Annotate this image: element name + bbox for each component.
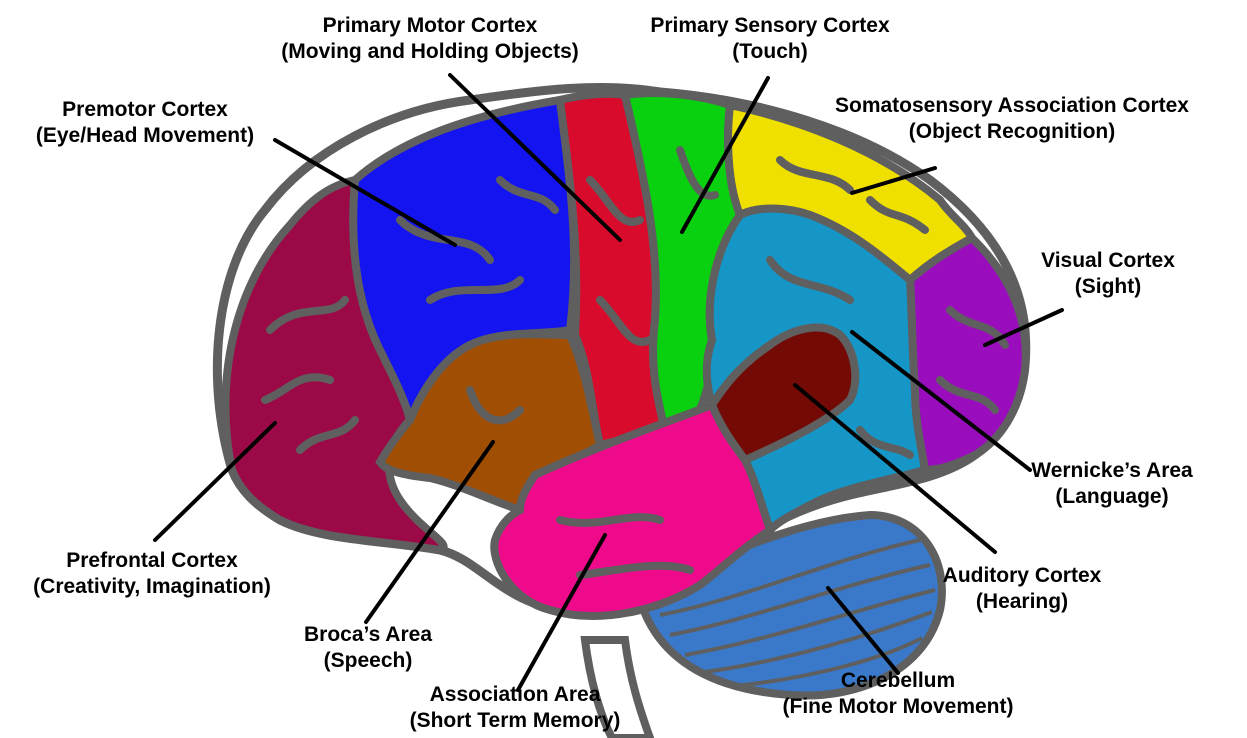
label-auditory-cortex: Auditory Cortex (Hearing): [943, 563, 1102, 615]
label-association-function: (Short Term Memory): [410, 708, 621, 734]
label-auditory-name: Auditory Cortex: [943, 563, 1102, 589]
label-broca-function: (Speech): [304, 648, 432, 674]
label-primary-sensory-function: (Touch): [650, 39, 889, 65]
label-wernickes-area: Wernicke’s Area (Language): [1031, 458, 1192, 510]
label-cerebellum-name: Cerebellum: [783, 668, 1014, 694]
label-visual-cortex: Visual Cortex (Sight): [1041, 248, 1175, 300]
label-primary-motor-function: (Moving and Holding Objects): [281, 39, 579, 65]
label-prefrontal-name: Prefrontal Cortex: [33, 548, 271, 574]
label-prefrontal-function: (Creativity, Imagination): [33, 574, 271, 600]
label-association-area: Association Area (Short Term Memory): [410, 682, 621, 734]
label-broca-name: Broca’s Area: [304, 622, 432, 648]
label-wernicke-name: Wernicke’s Area: [1031, 458, 1192, 484]
label-primary-motor-name: Primary Motor Cortex: [281, 13, 579, 39]
label-brocas-area: Broca’s Area (Speech): [304, 622, 432, 674]
label-auditory-function: (Hearing): [943, 589, 1102, 615]
label-primary-sensory-name: Primary Sensory Cortex: [650, 13, 889, 39]
label-cerebellum-function: (Fine Motor Movement): [783, 694, 1014, 720]
label-premotor-function: (Eye/Head Movement): [36, 123, 254, 149]
label-association-name: Association Area: [410, 682, 621, 708]
label-somatosensory-association-cortex: Somatosensory Association Cortex (Object…: [835, 93, 1189, 145]
label-prefrontal-cortex: Prefrontal Cortex (Creativity, Imaginati…: [33, 548, 271, 600]
label-somatosensory-association-name: Somatosensory Association Cortex: [835, 93, 1189, 119]
label-wernicke-function: (Language): [1031, 484, 1192, 510]
label-cerebellum: Cerebellum (Fine Motor Movement): [783, 668, 1014, 720]
label-primary-motor-cortex: Primary Motor Cortex (Moving and Holding…: [281, 13, 579, 65]
label-premotor-cortex: Premotor Cortex (Eye/Head Movement): [36, 97, 254, 149]
label-primary-sensory-cortex: Primary Sensory Cortex (Touch): [650, 13, 889, 65]
label-somatosensory-association-function: (Object Recognition): [835, 119, 1189, 145]
label-visual-function: (Sight): [1041, 274, 1175, 300]
label-visual-name: Visual Cortex: [1041, 248, 1175, 274]
label-premotor-name: Premotor Cortex: [36, 97, 254, 123]
